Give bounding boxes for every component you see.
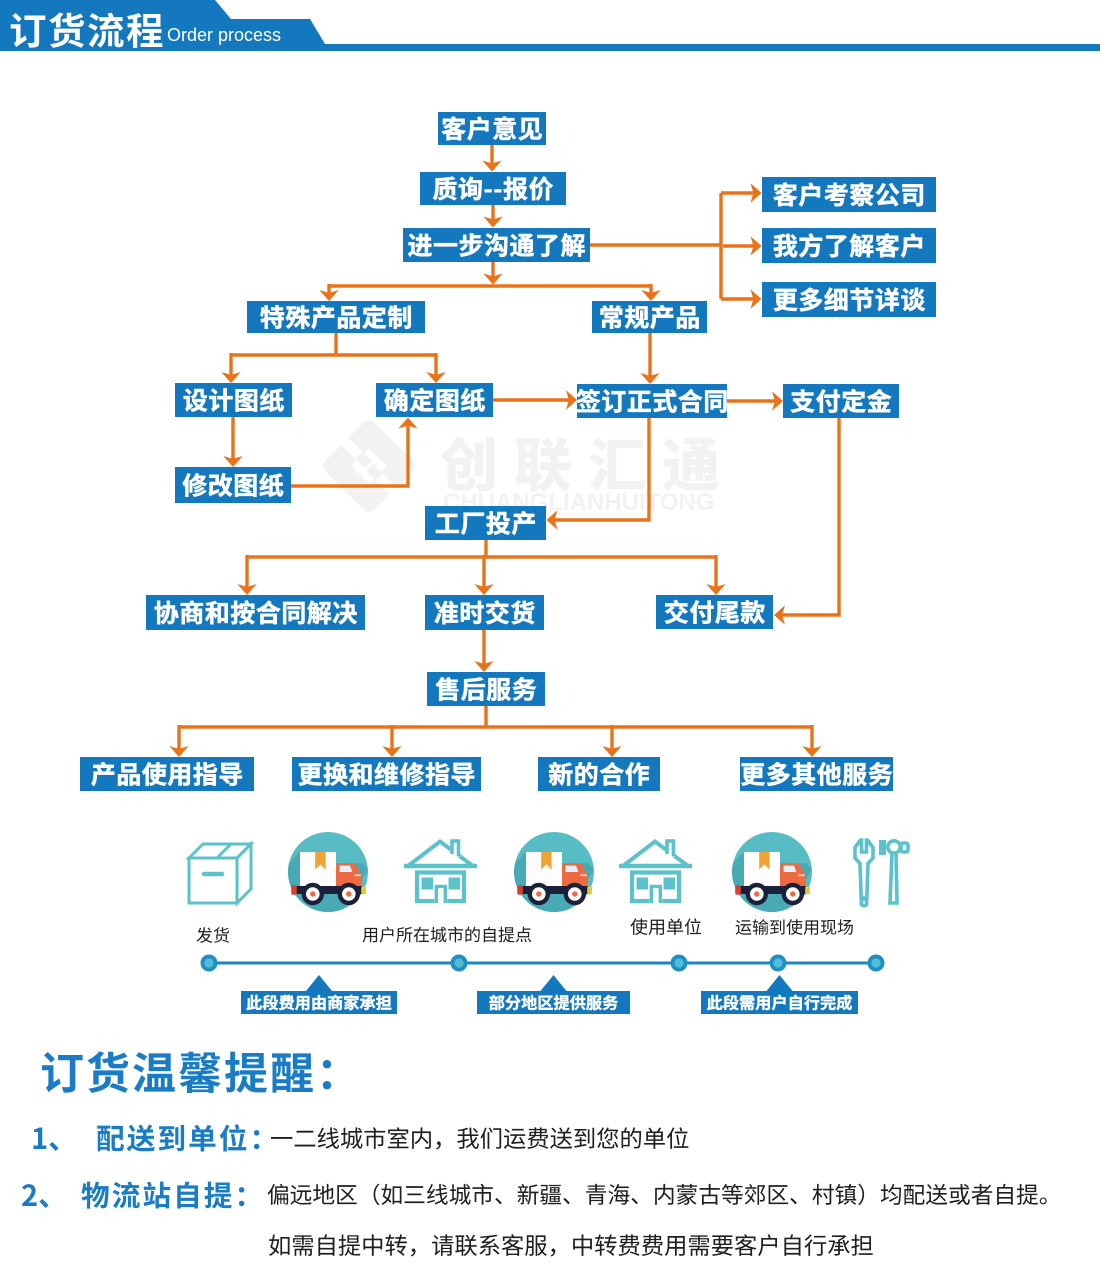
svg-text:Order process: Order process [167, 25, 281, 45]
